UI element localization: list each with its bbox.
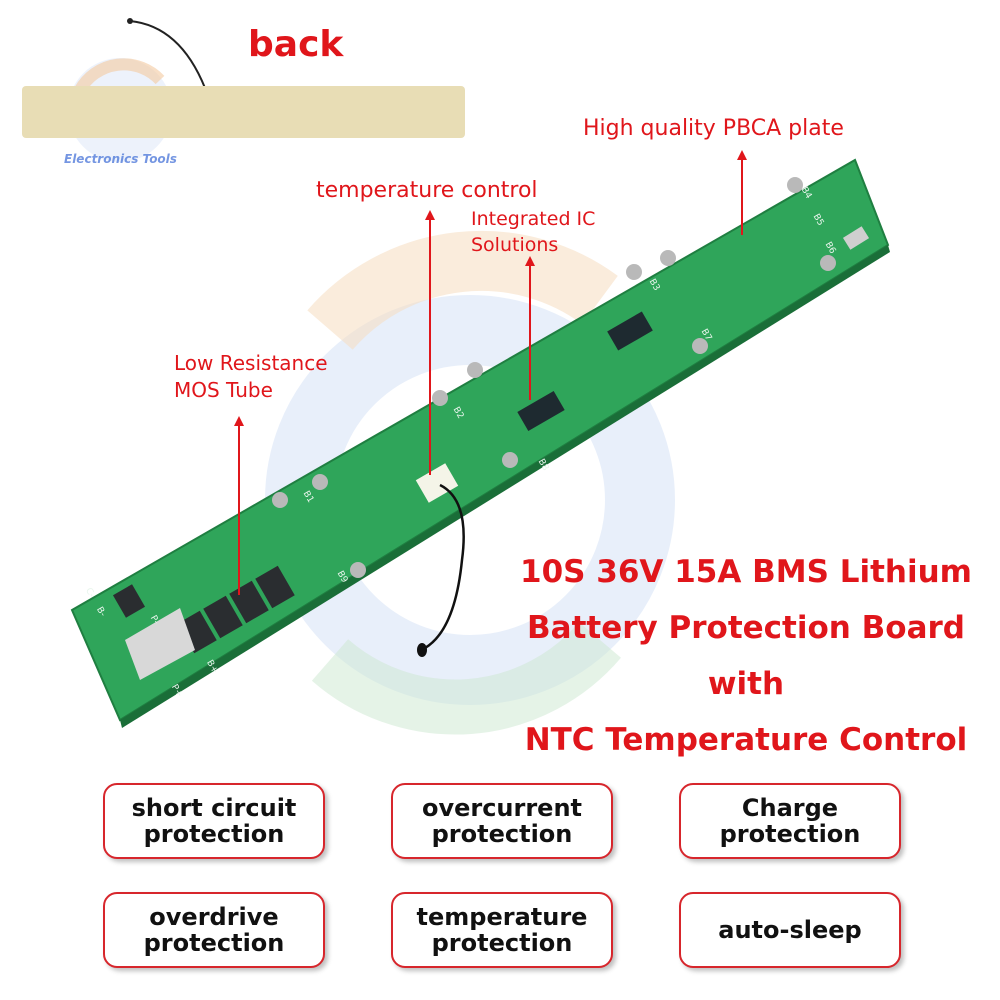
feature-line2: protection [143,929,285,957]
callout-integrated-ic: Integrated IC Solutions [471,206,595,258]
callout-mos-tube: Low Resistance MOS Tube [174,350,328,404]
watermark-text: Electronics Tools [64,152,177,166]
headline-line1: 10S 36V 15A BMS Lithium [520,554,972,590]
back-label: back [248,24,344,65]
feature-line1: overdrive [149,903,279,931]
callout-mos-line1: Low Resistance [174,351,328,375]
product-headline: 10S 36V 15A BMS Lithium Battery Protecti… [496,544,996,768]
feature-line2: protection [431,820,573,848]
feature-line1: auto-sleep [718,916,862,944]
pad [842,226,870,250]
feature-line2: protection [431,929,573,957]
feature-box-auto-sleep: auto-sleep [679,892,901,968]
feature-line1: short circuit [131,794,297,822]
headline-line3: NTC Temperature Control [524,722,968,758]
callout-mos-line2: MOS Tube [174,378,273,402]
feature-line1: temperature [416,903,588,931]
callout-ic-line2: Solutions [471,234,559,256]
back-wire [127,18,206,89]
feature-line1: Charge [741,794,839,822]
callout-temperature-control: temperature control [316,178,538,203]
feature-line2: protection [719,820,861,848]
feature-line2: protection [143,820,285,848]
back-board-strip [22,86,465,138]
feature-line1: overcurrent [421,794,583,822]
callout-pcba-plate: High quality PBCA plate [583,116,844,141]
callout-ic-line1: Integrated IC [471,208,596,230]
headline-line2: Battery Protection Board with [527,610,965,702]
